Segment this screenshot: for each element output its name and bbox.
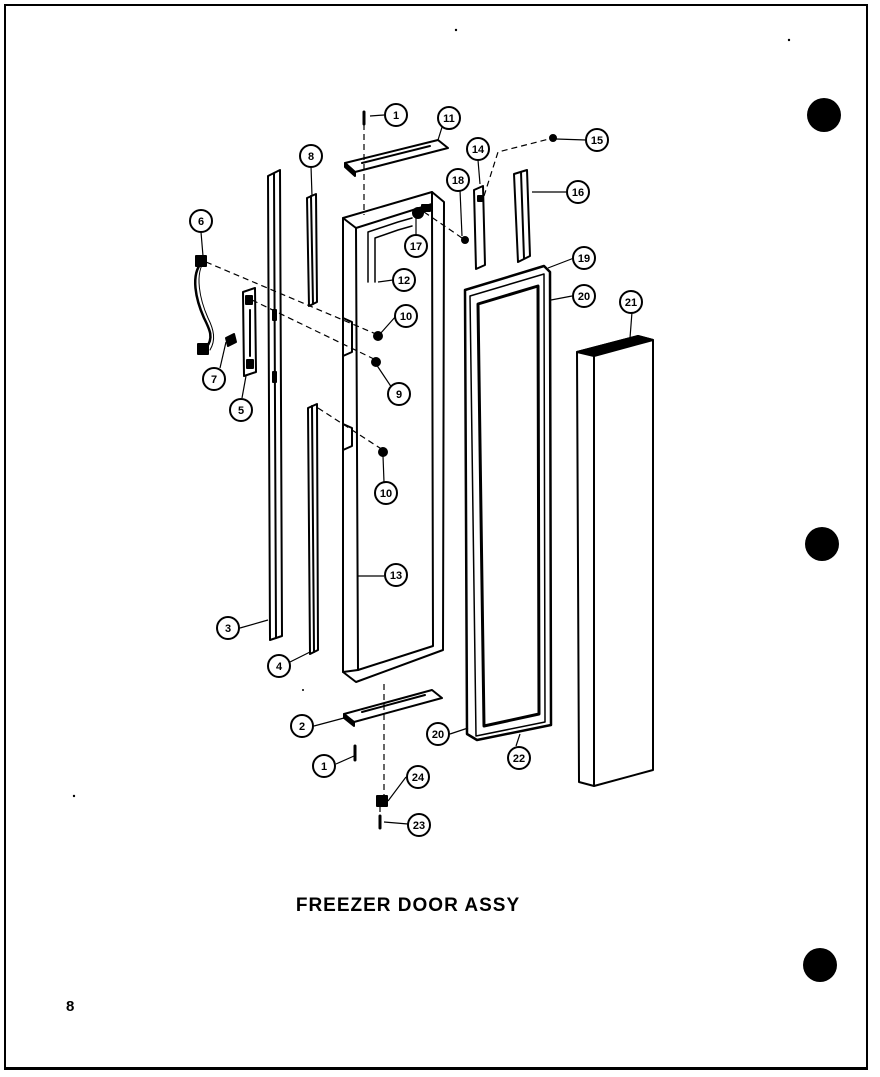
callout-17: 17 bbox=[404, 234, 428, 258]
svg-text:2: 2 bbox=[299, 721, 305, 733]
svg-text:12: 12 bbox=[398, 275, 410, 287]
assembly-lines bbox=[205, 124, 554, 816]
callout-14: 14 bbox=[466, 137, 490, 161]
callout-13: 13 bbox=[384, 563, 408, 587]
callout-7: 7 bbox=[202, 367, 226, 391]
svg-text:7: 7 bbox=[211, 374, 217, 386]
part-11-top-hinge bbox=[344, 139, 449, 177]
part-14-bracket bbox=[473, 185, 486, 270]
page-number: 8 bbox=[66, 998, 75, 1015]
callout-1-bottom: 1 bbox=[312, 754, 336, 778]
part-16-cover bbox=[513, 169, 531, 263]
svg-text:23: 23 bbox=[413, 820, 425, 832]
part-5-hinge-plate bbox=[242, 287, 257, 377]
svg-text:11: 11 bbox=[443, 113, 455, 125]
callout-21: 21 bbox=[619, 290, 643, 314]
svg-text:19: 19 bbox=[578, 253, 590, 265]
callout-3: 3 bbox=[216, 616, 240, 640]
svg-text:8: 8 bbox=[308, 151, 314, 163]
svg-text:22: 22 bbox=[513, 753, 525, 765]
part-8-upper-trim bbox=[306, 193, 318, 307]
svg-text:5: 5 bbox=[238, 405, 244, 417]
svg-text:20: 20 bbox=[432, 729, 444, 741]
binder-hole-top bbox=[807, 98, 841, 132]
svg-text:14: 14 bbox=[472, 144, 485, 156]
callout-10-b: 10 bbox=[374, 481, 398, 505]
scan-specks bbox=[72, 28, 791, 798]
svg-text:24: 24 bbox=[412, 772, 425, 784]
callout-16: 16 bbox=[566, 180, 590, 204]
callout-6: 6 bbox=[189, 209, 213, 233]
callout-23: 23 bbox=[407, 813, 431, 837]
diagram-title: FREEZER DOOR ASSY bbox=[295, 895, 521, 916]
callout-9: 9 bbox=[387, 382, 411, 406]
svg-text:1: 1 bbox=[321, 761, 327, 773]
callout-2: 2 bbox=[290, 714, 314, 738]
callout-5: 5 bbox=[229, 398, 253, 422]
callout-15: 15 bbox=[585, 128, 609, 152]
part-13-inner-door-panel bbox=[342, 191, 445, 683]
part-2-bottom-hinge bbox=[343, 689, 443, 727]
part-19-gasket bbox=[463, 264, 553, 742]
part-21-door-panel bbox=[576, 335, 654, 787]
svg-text:4: 4 bbox=[276, 661, 283, 673]
part-6-handle-spring bbox=[194, 255, 215, 355]
binder-hole-middle bbox=[805, 527, 839, 561]
part-3-outer-trim bbox=[267, 169, 283, 641]
binder-hole-bottom bbox=[803, 948, 837, 982]
svg-text:17: 17 bbox=[410, 241, 422, 253]
part-7-clip bbox=[225, 333, 237, 347]
svg-text:16: 16 bbox=[572, 187, 584, 199]
svg-text:15: 15 bbox=[591, 135, 603, 147]
callout-1-top: 1 bbox=[384, 103, 408, 127]
callout-24: 24 bbox=[406, 765, 430, 789]
callout-8: 8 bbox=[299, 144, 323, 168]
svg-text:9: 9 bbox=[396, 389, 402, 401]
callout-20-top: 20 bbox=[572, 284, 596, 308]
part-4-lower-trim bbox=[307, 403, 319, 655]
callout-10-a: 10 bbox=[394, 304, 418, 328]
callout-20-bottom: 20 bbox=[426, 722, 450, 746]
svg-text:13: 13 bbox=[390, 570, 402, 582]
callout-22: 22 bbox=[507, 746, 531, 770]
callout-18: 18 bbox=[446, 168, 470, 192]
page-border bbox=[4, 4, 868, 1070]
callout-12: 12 bbox=[392, 268, 416, 292]
svg-text:6: 6 bbox=[198, 216, 204, 228]
callout-4: 4 bbox=[267, 654, 291, 678]
svg-text:21: 21 bbox=[625, 297, 637, 309]
leader-lines bbox=[200, 114, 633, 825]
svg-text:20: 20 bbox=[578, 291, 590, 303]
svg-text:3: 3 bbox=[225, 623, 231, 635]
svg-text:10: 10 bbox=[380, 488, 392, 500]
svg-text:10: 10 bbox=[400, 311, 412, 323]
callout-19: 19 bbox=[572, 246, 596, 270]
callout-11: 11 bbox=[437, 106, 461, 130]
svg-text:1: 1 bbox=[393, 110, 399, 122]
callouts: 1 11 15 14 8 18 bbox=[189, 103, 643, 837]
svg-text:18: 18 bbox=[452, 175, 464, 187]
